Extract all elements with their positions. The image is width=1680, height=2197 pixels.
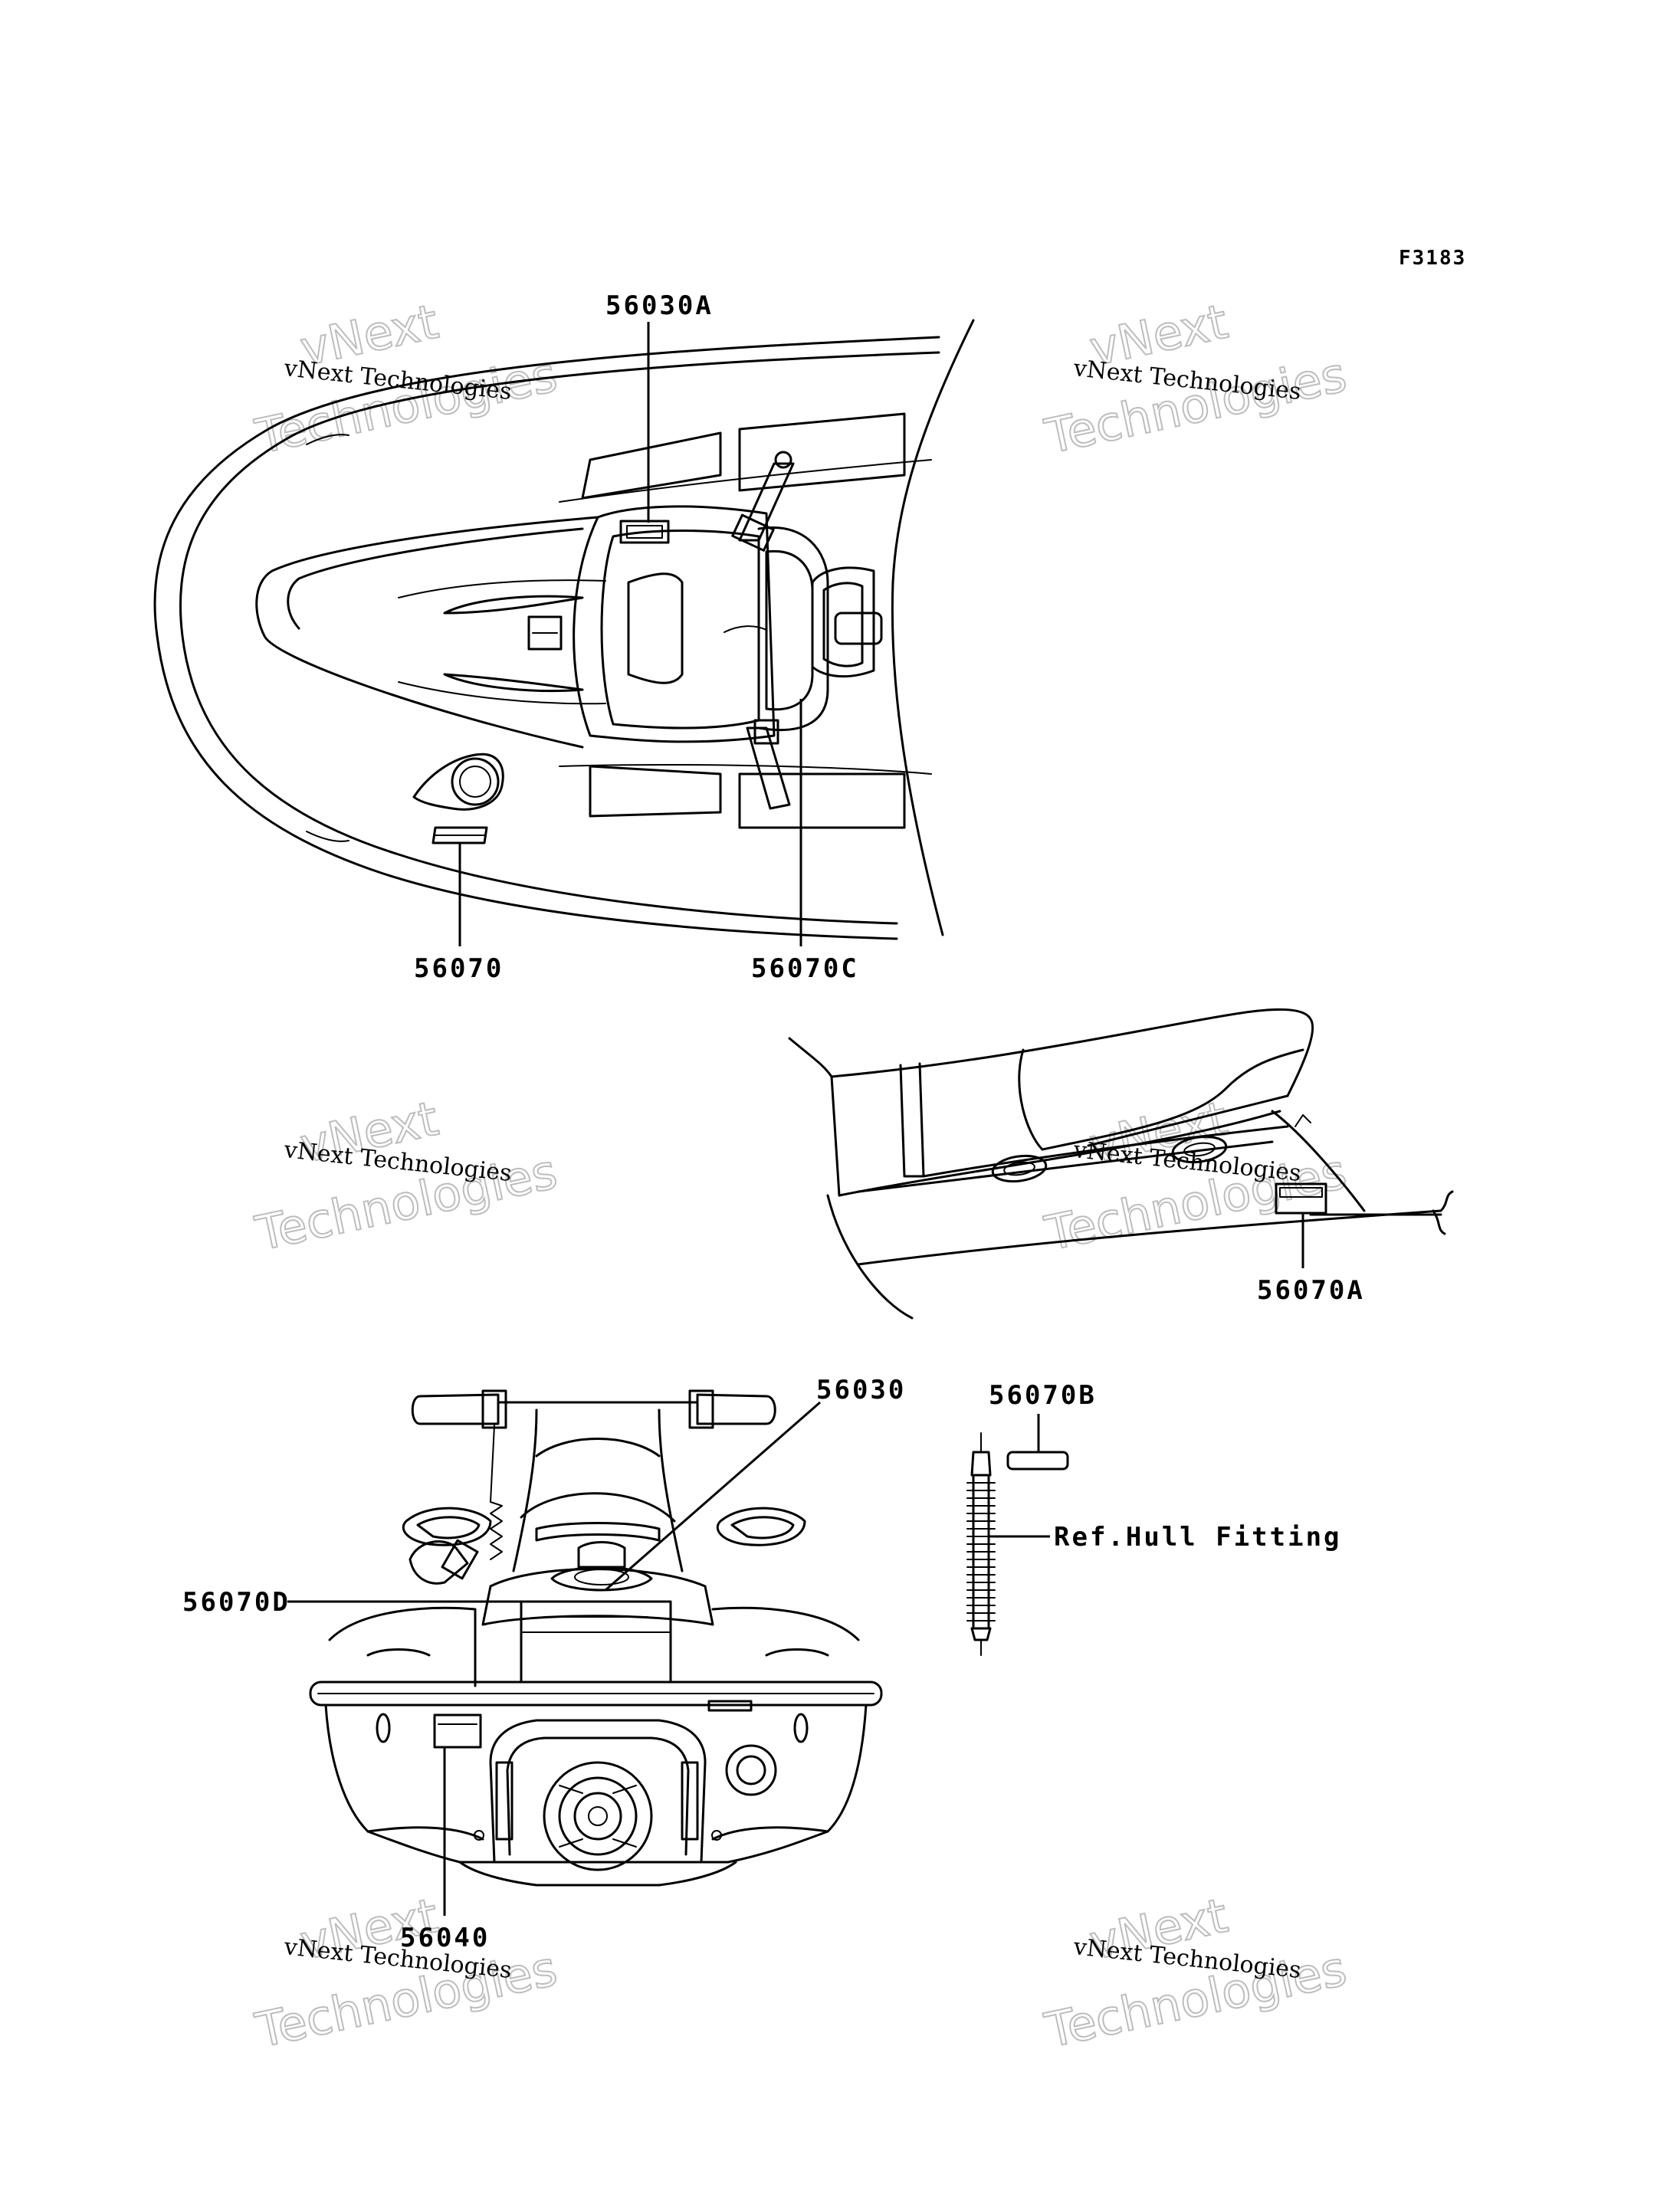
callout-ref-hull-fitting: Ref.Hull Fitting <box>1054 1522 1342 1553</box>
hull-fitting-drawing <box>966 1432 1069 1656</box>
callout-56030A: 56030A <box>605 290 714 321</box>
callout-56070D: 56070D <box>182 1587 290 1618</box>
callout-56070A: 56070A <box>1257 1275 1365 1306</box>
callout-56040: 56040 <box>400 1923 490 1953</box>
top-view-drawing <box>153 319 975 940</box>
callout-56070B: 56070B <box>989 1380 1097 1411</box>
callout-56070C: 56070C <box>751 953 859 984</box>
callout-56030: 56030 <box>816 1375 906 1405</box>
side-view-drawing <box>788 1008 1454 1320</box>
leader-56030 <box>605 1401 821 1592</box>
figure-code: F3183 <box>1399 247 1466 270</box>
callout-56070: 56070 <box>414 953 504 984</box>
rear-view-drawing <box>309 1389 883 1887</box>
